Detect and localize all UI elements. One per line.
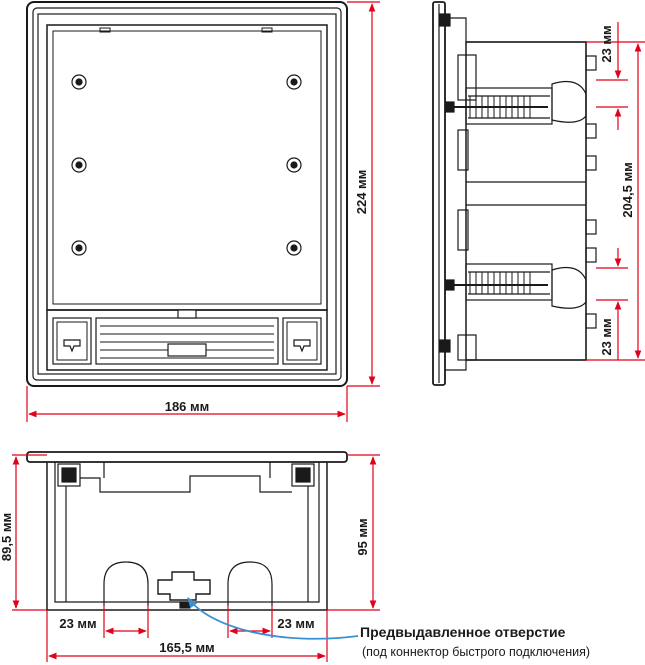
side-top-gap-label: 23 мм	[599, 25, 614, 62]
callout-arrow	[187, 597, 359, 640]
bottom-right-height-label: 95 мм	[355, 518, 370, 555]
bottom-left-gap-label: 23 мм	[59, 616, 96, 631]
side-bottom-gap-label: 23 мм	[599, 318, 614, 355]
bottom-left-height-label: 89,5 мм	[0, 513, 14, 561]
connector-knockout	[157, 571, 211, 601]
front-width-label: 186 мм	[165, 399, 210, 414]
bottom-width-label: 165,5 мм	[159, 640, 214, 655]
bottom-right-gap-label: 23 мм	[277, 616, 314, 631]
front-screws	[71, 74, 302, 256]
front-left-arrow-icon	[63, 339, 81, 353]
front-outer-frame	[26, 1, 348, 387]
callout-subtitle: (под коннектор быстрого подключения)	[362, 645, 591, 659]
side-dimensions	[586, 22, 645, 361]
front-right-arrow-icon	[293, 339, 311, 353]
front-view	[26, 1, 348, 387]
side-view	[432, 1, 597, 386]
bottom-view	[26, 451, 348, 611]
bottom-flange	[26, 451, 348, 463]
left-knockout	[103, 561, 149, 606]
callout-title: Предвыдавленное отверстие	[360, 624, 566, 640]
front-dimensions	[26, 1, 380, 422]
front-height-label: 224 мм	[354, 170, 369, 215]
side-height-label: 204,5 мм	[620, 162, 635, 217]
right-knockout	[227, 561, 273, 606]
